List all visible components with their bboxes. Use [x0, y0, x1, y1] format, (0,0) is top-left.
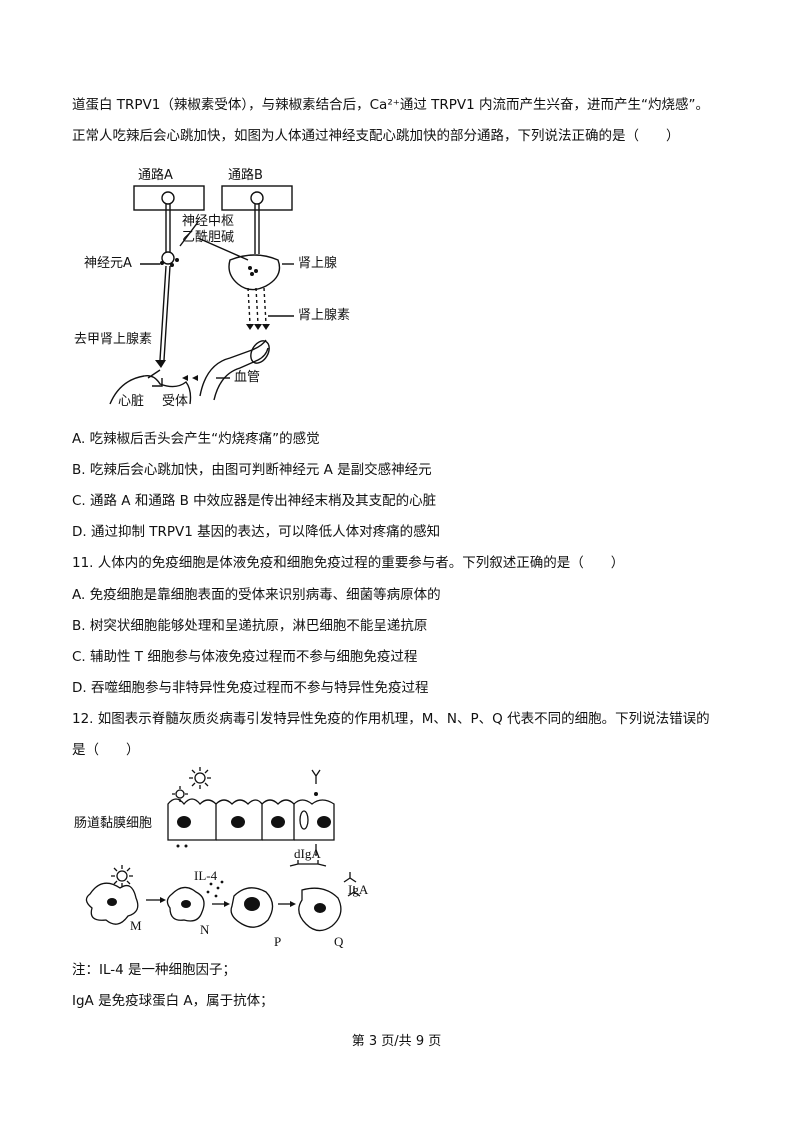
- il4-label: IL-4: [194, 868, 218, 883]
- neuron-soma-b: [250, 191, 264, 205]
- vessel-label: 血管: [234, 370, 261, 385]
- immune-mechanism-figure: 肠道黏膜细胞 dIgA IL-4 IgA M N P Q: [72, 764, 372, 954]
- q10-option-c: C. 通路 A 和通路 B 中效应器是传出神经末梢及其支配的心脏: [72, 493, 437, 509]
- cell-n: [166, 886, 205, 922]
- note-line-1: 注：IL-4 是一种细胞因子；: [72, 962, 237, 978]
- q10-option-b: B. 吃辣后会心跳加快，由图可判断神经元 A 是副交感神经元: [72, 462, 432, 478]
- path-a-label: 通路A: [138, 168, 173, 183]
- q11-option-c: C. 辅助性 T 细胞参与体液免疫过程而不参与细胞免疫过程: [72, 649, 418, 665]
- cell-p-label: P: [274, 934, 282, 949]
- cell-q-label: Q: [334, 934, 344, 949]
- q10-option-a: A. 吃辣椒后舌头会产生“灼烧疼痛”的感觉: [72, 431, 320, 447]
- norepinephrine-label: 去甲肾上腺素: [74, 332, 153, 347]
- receptor-label: 受体: [162, 394, 189, 409]
- cell-m: [85, 882, 139, 925]
- adrenal-label: 肾上腺: [298, 256, 338, 271]
- immune-mechanism-diagram: [85, 767, 361, 932]
- q12-stem-line-1: 12. 如图表示脊髓灰质炎病毒引发特异性免疫的作用机理，M、N、P、Q 代表不同…: [72, 711, 710, 727]
- neuron-soma-a: [161, 191, 175, 205]
- q11-option-b: B. 树突状细胞能够处理和呈递抗原，淋巴细胞不能呈递抗原: [72, 618, 428, 634]
- cell-m-label: M: [130, 918, 142, 933]
- q12-stem-line-2: 是（ ）: [72, 742, 140, 758]
- adrenal-gland: [228, 254, 281, 291]
- nerve-pathway-figure: 通路A 通路B 神经中枢 乙酰胆碱 神经元A 肾上腺 肾上腺素 去甲肾上腺素 血…: [74, 164, 360, 414]
- path-b-label: 通路B: [228, 168, 263, 183]
- mucosa-cell-label: 肠道黏膜细胞: [74, 816, 153, 831]
- page-footer: 第 3 页/共 9 页: [351, 1034, 442, 1049]
- note-line-2: IgA 是免疫球蛋白 A，属于抗体；: [72, 993, 274, 1009]
- cell-q: [298, 887, 342, 932]
- cell-p: [230, 887, 274, 928]
- cell-n-label: N: [200, 922, 210, 937]
- heart-label: 心脏: [118, 394, 145, 409]
- q11-stem: 11. 人体内的免疫细胞是体液免疫和细胞免疫过程的重要参与者。下列叙述正确的是（…: [72, 555, 625, 571]
- q11-option-d: D. 吞噬细胞参与非特异性免疫过程而不参与特异性免疫过程: [72, 680, 429, 696]
- acetylcholine-label: 乙酰胆碱: [182, 230, 235, 245]
- nerve-pathway-diagram: [109, 185, 294, 405]
- diga-label: dIgA: [294, 846, 321, 861]
- intro-line-1: 道蛋白 TRPV1（辣椒素受体），与辣椒素结合后，Ca²⁺通过 TRPV1 内流…: [72, 97, 710, 113]
- iga-label: IgA: [348, 882, 369, 897]
- epinephrine-label: 肾上腺素: [298, 308, 351, 323]
- q11-option-a: A. 免疫细胞是靠细胞表面的受体来识别病毒、细菌等病原体的: [72, 587, 441, 603]
- nerve-center-label: 神经中枢: [182, 214, 235, 229]
- neuron-a-label: 神经元A: [84, 256, 132, 271]
- intro-line-2: 正常人吃辣后会心跳加快，如图为人体通过神经支配心跳加快的部分通路，下列说法正确的…: [72, 128, 680, 144]
- q10-option-d: D. 通过抑制 TRPV1 基因的表达，可以降低人体对疼痛的感知: [72, 524, 441, 540]
